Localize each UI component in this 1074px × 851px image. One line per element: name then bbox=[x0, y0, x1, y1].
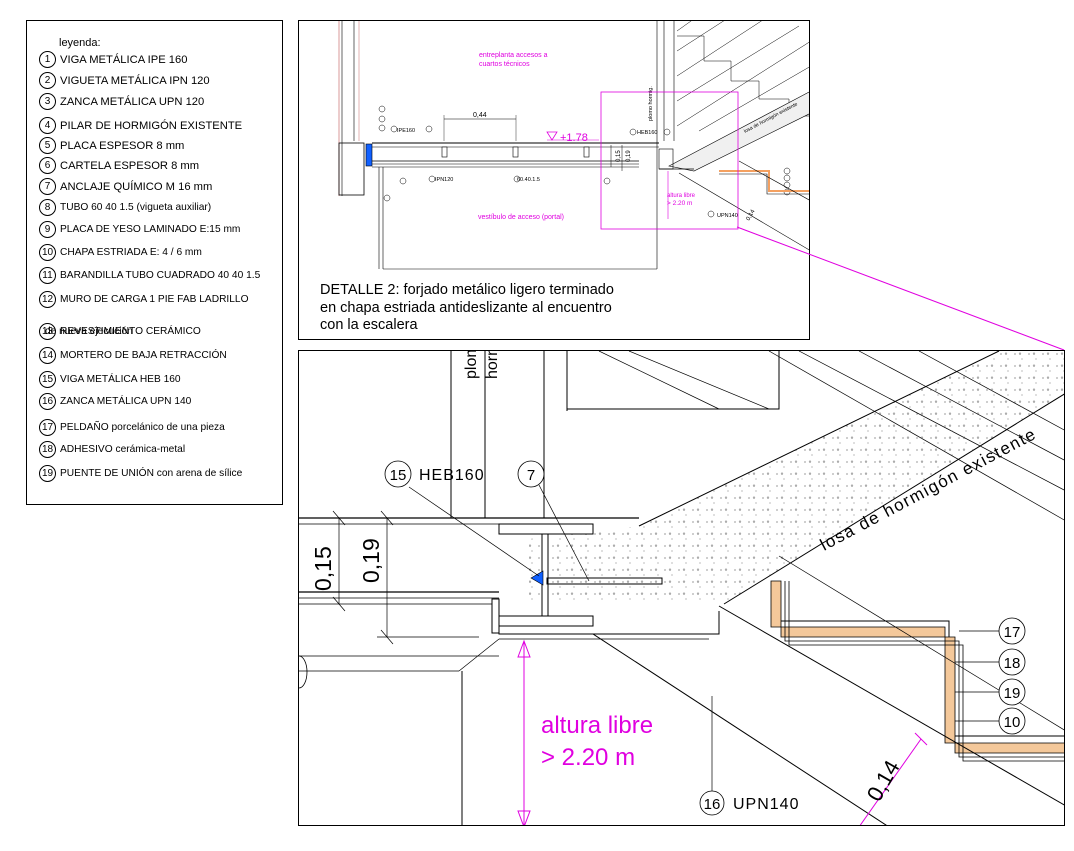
legend-item: 3 ZANCA METÁLICA UPN 120 bbox=[39, 93, 204, 110]
legend-item: 15 VIGA METÁLICA HEB 160 bbox=[39, 371, 181, 388]
legend-item: 8 TUBO 60 40 1.5 (vigueta auxiliar) bbox=[39, 199, 211, 216]
level-label: +1.78 bbox=[560, 132, 588, 144]
legend-item: 2 VIGUETA METÁLICA IPN 120 bbox=[39, 72, 210, 89]
caption-line2: en chapa estriada antideslizante al encu… bbox=[320, 299, 612, 316]
legend-item: 5 PLACA ESPESOR 8 mm bbox=[39, 137, 184, 154]
altura-label-small-2: > 2.20 m bbox=[667, 200, 692, 207]
callout-7: 7 bbox=[527, 467, 535, 484]
legend-number: 17 bbox=[39, 419, 56, 436]
legend-item: 6 CARTELA ESPESOR 8 mm bbox=[39, 157, 199, 174]
callout-15: 15 bbox=[390, 467, 407, 484]
altura-label-1: altura libre bbox=[541, 712, 653, 739]
dim-014-small: 0,14 bbox=[746, 208, 757, 222]
legend-text: REVESTIMIENTO CERÁMICO bbox=[60, 325, 201, 337]
zoom-svg: plom horm losa de hormigón existente bbox=[299, 351, 1064, 825]
legend-number: 2 bbox=[39, 72, 56, 89]
altura-label-small-1: altura libre bbox=[667, 193, 696, 199]
callout-16: 16 bbox=[704, 796, 721, 813]
legend-number: 6 bbox=[39, 157, 56, 174]
legend-text: CHAPA ESTRIADA E: 4 / 6 mm bbox=[60, 246, 202, 258]
horm-label: horm bbox=[484, 351, 501, 379]
legend-item: 9 PLACA DE YESO LAMINADO E:15 mm bbox=[39, 221, 240, 238]
legend-text: ADHESIVO cerámica-metal bbox=[60, 443, 186, 455]
dim-044-label: 0,44 bbox=[473, 112, 487, 119]
entreplanta-label-line1: entreplanta accesos a bbox=[479, 52, 548, 59]
legend-item: 10 CHAPA ESTRIADA E: 4 / 6 mm bbox=[39, 244, 202, 261]
legend-number: 16 bbox=[39, 393, 56, 410]
legend-number: 15 bbox=[39, 371, 56, 388]
legend-number: 3 bbox=[39, 93, 56, 110]
upn140-label: UPN140 bbox=[733, 796, 799, 813]
legend-text: ZANCA METÁLICA UPN 140 bbox=[60, 395, 192, 407]
legend-number: 19 bbox=[39, 465, 56, 482]
legend-item: 12 MURO DE CARGA 1 PIE FAB LADRILLO bbox=[39, 291, 249, 308]
altura-label-2: > 2.20 m bbox=[541, 744, 635, 771]
legend-text: PLACA DE YESO LAMINADO E:15 mm bbox=[60, 223, 241, 235]
legend-item: 11 BARANDILLA TUBO CUADRADO 40 40 1.5 bbox=[39, 267, 260, 284]
vertical-note: plomo hormig. bbox=[648, 86, 654, 121]
legend-item: 19 PUENTE DE UNIÓN con arena de sílice bbox=[39, 465, 242, 482]
legend-number: 10 bbox=[39, 244, 56, 261]
plomo-label: plom bbox=[463, 351, 480, 379]
callout-10: 10 bbox=[1004, 714, 1021, 731]
tag-heb160: HEB160 bbox=[637, 130, 658, 136]
tag-tubo: 60.40.1.5 bbox=[517, 177, 540, 183]
caption-line1: DETALLE 2: forjado metálico ligero termi… bbox=[320, 282, 614, 298]
vestibulo-label: vestíbulo de acceso (portal) bbox=[478, 214, 564, 221]
zoom-drawing: plom horm losa de hormigón existente bbox=[298, 350, 1065, 826]
legend-text: MORTERO DE BAJA RETRACCIÓN bbox=[60, 349, 227, 361]
legend-title: leyenda: bbox=[59, 37, 101, 49]
legend-subtext: de nueva ejecución bbox=[45, 326, 133, 337]
legend-number: 5 bbox=[39, 137, 56, 154]
legend-text: VIGA METÁLICA IPE 160 bbox=[60, 53, 188, 66]
legend-number: 8 bbox=[39, 199, 56, 216]
legend-text: VIGA METÁLICA HEB 160 bbox=[60, 373, 181, 385]
legend-number: 18 bbox=[39, 441, 56, 458]
legend-number: 9 bbox=[39, 221, 56, 238]
legend-number: 13 bbox=[39, 323, 56, 340]
tag-ipn120: IPN120 bbox=[435, 177, 453, 183]
legend-text: PUENTE DE UNIÓN con arena de sílice bbox=[60, 467, 243, 479]
callout-17: 17 bbox=[1004, 624, 1021, 641]
legend-text: ANCLAJE QUÍMICO M 16 mm bbox=[60, 180, 213, 193]
callout-18: 18 bbox=[1004, 655, 1021, 672]
legend-number: 14 bbox=[39, 347, 56, 364]
entreplanta-label-line2: cuartos técnicos bbox=[479, 61, 530, 68]
legend-item: 16 ZANCA METÁLICA UPN 140 bbox=[39, 393, 191, 410]
legend-text: BARANDILLA TUBO CUADRADO 40 40 1.5 bbox=[60, 269, 261, 281]
legend-text: VIGUETA METÁLICA IPN 120 bbox=[60, 74, 210, 87]
legend-item: 18 ADHESIVO cerámica-metal bbox=[39, 441, 185, 458]
dim-015-small: 0,15 bbox=[616, 150, 622, 162]
legend-number: 1 bbox=[39, 51, 56, 68]
detail-drawing: 0,44 +1.78 entreplanta accesos a cuartos… bbox=[298, 20, 810, 340]
legend-text: MURO DE CARGA 1 PIE FAB LADRILLO bbox=[60, 293, 249, 305]
legend-text: TUBO 60 40 1.5 (vigueta auxiliar) bbox=[60, 201, 212, 213]
legend-text: CARTELA ESPESOR 8 mm bbox=[60, 159, 200, 172]
legend-number: 7 bbox=[39, 178, 56, 195]
legend-text: ZANCA METÁLICA UPN 120 bbox=[60, 95, 205, 108]
legend-item: 7 ANCLAJE QUÍMICO M 16 mm bbox=[39, 178, 212, 195]
tag-upn140: UPN140 bbox=[717, 213, 738, 219]
caption-line3: con la escalera bbox=[320, 317, 418, 333]
legend-panel: leyenda: 1 VIGA METÁLICA IPE 160 2 VIGUETA… bbox=[26, 20, 283, 505]
dim-014-label: 0,14 bbox=[862, 756, 905, 806]
legend-item: 4 PILAR DE HORMIGÓN EXISTENTE bbox=[39, 117, 242, 134]
legend-number: 11 bbox=[39, 267, 56, 284]
legend-item: 17 PELDAÑO porcelánico de una pieza bbox=[39, 419, 225, 436]
legend-item: 1 VIGA METÁLICA IPE 160 bbox=[39, 51, 187, 68]
legend-item: 14 MORTERO DE BAJA RETRACCIÓN bbox=[39, 347, 227, 364]
legend-item: 13 REVESTIMIENTO CERÁMICO bbox=[39, 323, 201, 340]
legend-text: PILAR DE HORMIGÓN EXISTENTE bbox=[60, 119, 243, 132]
legend-number: 12 bbox=[39, 291, 56, 308]
heb160-label: HEB160 bbox=[419, 467, 485, 484]
legend-number: 4 bbox=[39, 117, 56, 134]
dim-019-small: 0,19 bbox=[626, 150, 632, 162]
legend-text: PELDAÑO porcelánico de una pieza bbox=[60, 421, 225, 433]
detail-caption: DETALLE 2: forjado metálico ligero termi… bbox=[320, 282, 660, 335]
dim-019-label: 0,19 bbox=[358, 538, 384, 583]
tag-ipe160: IPE160 bbox=[397, 128, 415, 134]
dim-015-label: 0,15 bbox=[310, 546, 336, 591]
legend-text: PLACA ESPESOR 8 mm bbox=[60, 139, 185, 152]
callout-19: 19 bbox=[1004, 685, 1021, 702]
